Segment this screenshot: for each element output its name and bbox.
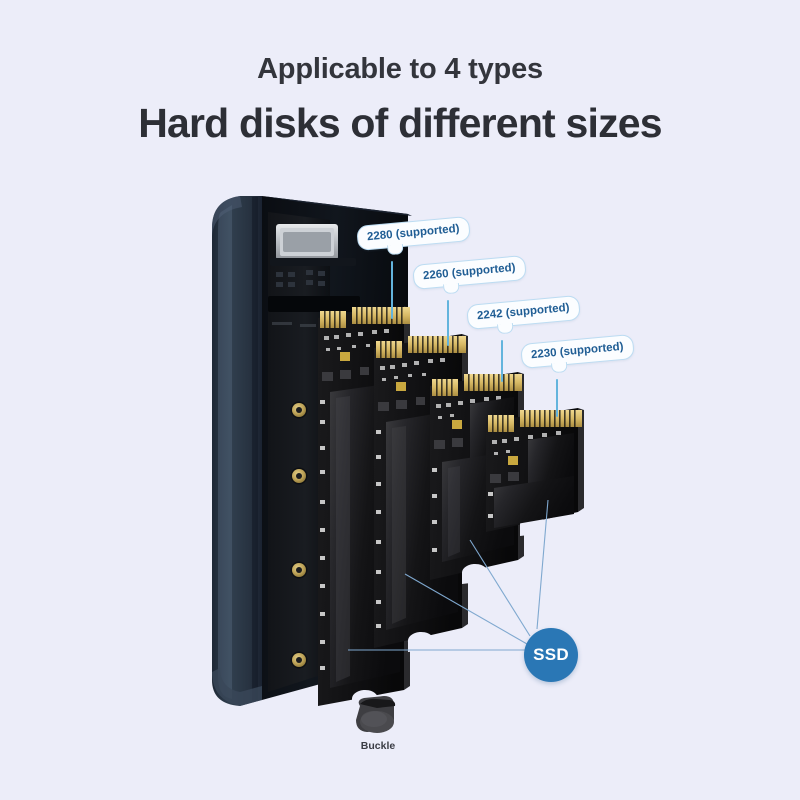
screw-post-group <box>290 401 308 669</box>
screw-post <box>290 467 308 485</box>
ssd-badge-label: SSD <box>533 645 569 664</box>
callout-label: 2280 (supported) <box>366 222 460 244</box>
screw-post <box>290 651 308 669</box>
buckle-part <box>356 696 396 733</box>
buckle-label: Buckle <box>360 740 396 752</box>
callout-stem-2242 <box>501 340 504 382</box>
page-title: Hard disks of different sizes <box>138 99 662 146</box>
ssd-leader-lines <box>348 499 549 651</box>
gold-contacts <box>376 336 466 358</box>
callout-stem-2280 <box>391 261 394 319</box>
screw-post <box>290 561 308 579</box>
callout-stem-2260 <box>447 300 450 346</box>
ssd-drive-2230 <box>486 408 584 536</box>
callout-label: 2260 (supported) <box>422 261 516 283</box>
screw-post <box>290 401 308 419</box>
gold-contacts <box>320 307 410 328</box>
heading-block: Applicable to 4 types Hard disks of diff… <box>0 0 800 146</box>
ssd-badge[interactable]: SSD <box>524 628 578 682</box>
pcb-components-top <box>276 270 325 287</box>
callout-label: 2242 (supported) <box>476 301 570 323</box>
gold-contacts <box>488 410 582 432</box>
callout-stem-2230 <box>556 379 559 417</box>
callout-label: 2230 (supported) <box>530 340 624 362</box>
usb-c-port <box>270 224 356 266</box>
page-subtitle: Applicable to 4 types <box>257 53 543 85</box>
gold-contacts <box>432 374 522 396</box>
